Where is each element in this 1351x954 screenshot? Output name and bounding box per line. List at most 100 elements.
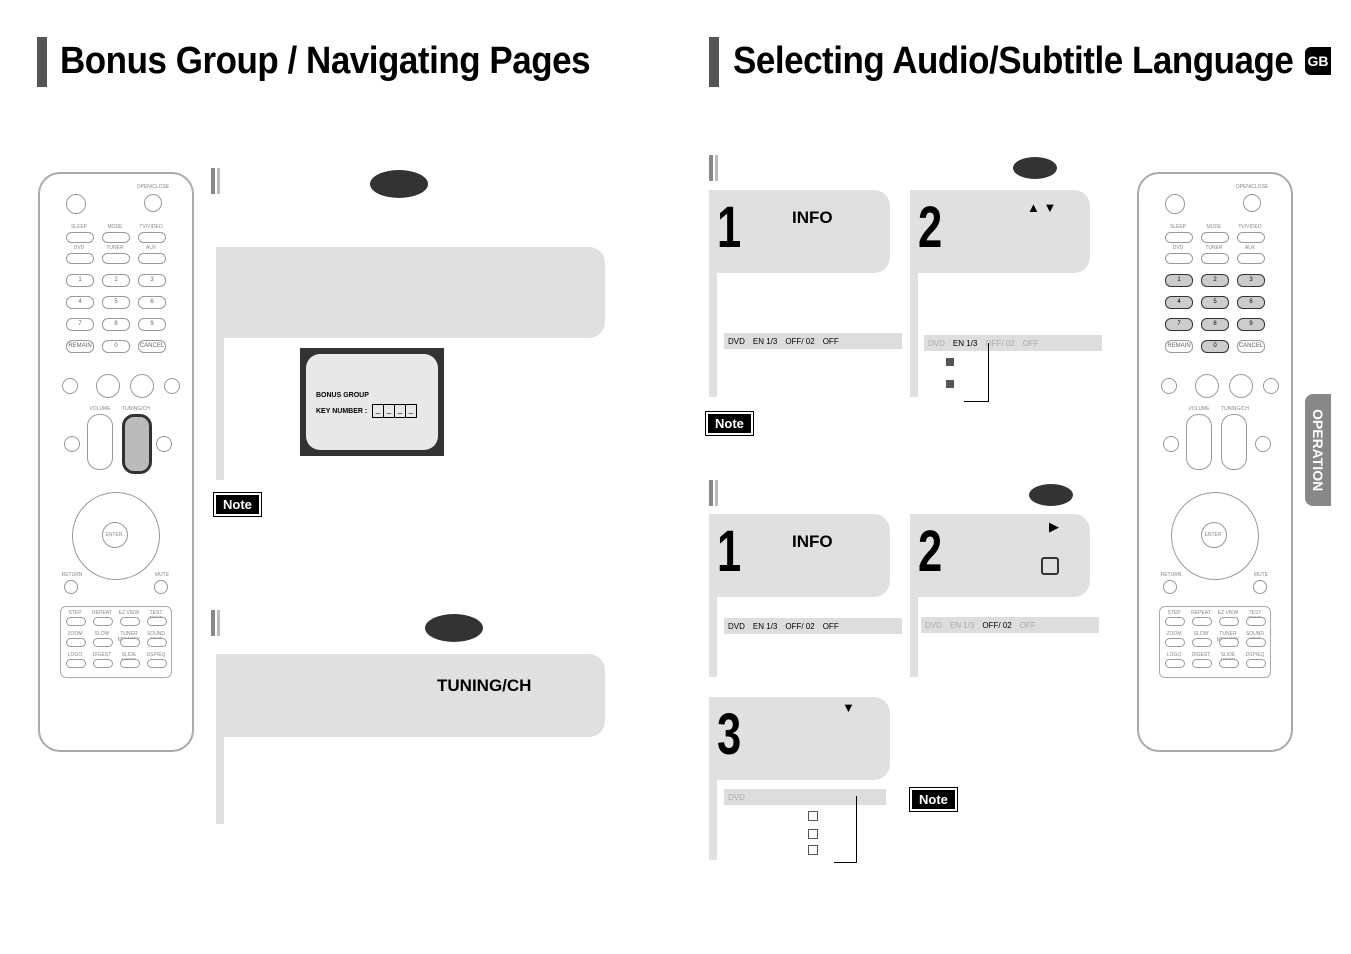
remote-key xyxy=(93,659,113,668)
osd-repeat: OFF xyxy=(822,621,839,631)
remote-key xyxy=(1165,659,1185,668)
page-title-left: Bonus Group / Navigating Pages xyxy=(60,40,591,82)
remote-number-key: 5 xyxy=(102,296,130,309)
language-tab: GB xyxy=(1305,47,1331,75)
remote-key xyxy=(1192,617,1212,626)
remote-key-label: LOGO xyxy=(1166,652,1182,658)
return-label: RETURN xyxy=(1160,572,1182,578)
bottom-key-cluster xyxy=(60,606,172,678)
mute-button-icon xyxy=(1253,580,1267,594)
remote-number-key: 7 xyxy=(66,318,94,331)
remote-key-label: REPEAT xyxy=(1191,610,1211,616)
digit-box: _ xyxy=(373,405,384,417)
audio-step2-panel xyxy=(910,190,1090,273)
remote-key xyxy=(1237,232,1265,243)
subtitle-icon xyxy=(808,829,818,839)
audio-step1-number: 1 xyxy=(717,195,742,260)
return-label: RETURN xyxy=(61,572,83,578)
osd-bar-subtitle-2: DVD EN 1/3 OFF/ 02 OFF xyxy=(921,617,1099,633)
subtitle-cycle-bracket xyxy=(834,796,857,863)
remote-number-key: 7 xyxy=(1165,318,1193,331)
remote-key-label: DIGEST xyxy=(1191,652,1211,658)
remote-key-label: AUX xyxy=(145,245,157,251)
osd-subtitle: OFF/ 02 xyxy=(785,336,815,346)
osd-dvd: DVD xyxy=(728,621,745,631)
transport-button-icon xyxy=(1263,378,1279,394)
remote-key xyxy=(1201,253,1229,264)
osd-dvd: DVD xyxy=(728,792,745,802)
section-marker-subtitle xyxy=(709,480,718,506)
remote-key-label: EZ VIEW xyxy=(1217,610,1239,616)
osd-subtitle: OFF/ 02 xyxy=(785,621,815,631)
power-button-icon xyxy=(1165,194,1185,214)
audio-icon xyxy=(946,380,954,388)
effect-button-icon xyxy=(1255,436,1271,452)
disc-badge-subtitle xyxy=(1029,484,1073,506)
remote-number-key: 1 xyxy=(1165,274,1193,287)
tuning-ch-label: TUNING/CH xyxy=(122,406,150,412)
osd-repeat: OFF xyxy=(1022,338,1039,348)
remote-key xyxy=(1201,232,1229,243)
remote-key xyxy=(66,617,86,626)
remote-key xyxy=(147,617,167,626)
osd-subtitle: OFF/ 02 xyxy=(982,620,1012,630)
remote-number-key: 0 xyxy=(1201,340,1229,353)
remote-key-label: STEP xyxy=(68,610,82,616)
bonus-group-text: BONUS GROUP xyxy=(316,392,369,399)
osd-bar-audio-1: DVD EN 1/3 OFF/ 02 OFF xyxy=(724,333,902,349)
remote-key-label: SLEEP xyxy=(1169,224,1187,230)
volume-label: VOLUME xyxy=(89,406,111,412)
remote-key-label: TUNER xyxy=(1205,245,1223,251)
remote-key xyxy=(66,232,94,243)
key-number-boxes: _ _ _ _ xyxy=(372,404,417,418)
volume-rocker-icon xyxy=(1186,414,1212,470)
audio-step1-panel xyxy=(709,190,890,273)
tuning-rocker-icon xyxy=(1221,414,1247,470)
remote-key-label: TUNER xyxy=(106,245,124,251)
transport-button-icon xyxy=(1161,378,1177,394)
tuning-ch-label: TUNING/CH xyxy=(437,676,532,695)
step-panel-1 xyxy=(216,247,605,338)
remote-number-key: 1 xyxy=(66,274,94,287)
enter-label: ENTER xyxy=(105,532,123,538)
remote-key-label: ZOOM xyxy=(67,631,83,637)
transport-button-icon xyxy=(1229,374,1253,398)
remote-key-label: SLEEP xyxy=(70,224,88,230)
open-close-button-icon xyxy=(144,194,162,212)
audio-info-label: INFO xyxy=(792,208,833,227)
subtitle-icon xyxy=(808,845,818,855)
tv-frame: BONUS GROUP KEY NUMBER : _ _ _ _ xyxy=(300,348,444,456)
osd-repeat: OFF xyxy=(822,336,839,346)
remote-key xyxy=(66,659,86,668)
digit-box: _ xyxy=(408,405,414,414)
subtitle-icon xyxy=(1041,557,1059,575)
remote-key xyxy=(1192,659,1212,668)
remote-key xyxy=(1192,638,1212,647)
osd-subtitle: OFF/ 02 xyxy=(985,338,1015,348)
enter-label: ENTER xyxy=(1204,532,1222,538)
transport-button-icon xyxy=(1195,374,1219,398)
remote-key xyxy=(1165,617,1185,626)
subtitle-step3-line xyxy=(709,780,717,860)
subtitle-icon xyxy=(808,811,818,821)
osd-dvd: DVD xyxy=(925,620,942,630)
operation-tab-label: OPERATION xyxy=(1310,408,1326,492)
title-bar-left xyxy=(37,37,47,87)
step-line-1 xyxy=(216,338,224,480)
note-label-subtitle: Note xyxy=(909,787,958,812)
open-close-button-icon xyxy=(1243,194,1261,212)
mute-label: MUTE xyxy=(1253,572,1269,578)
section-marker-audio xyxy=(709,155,718,181)
remote-key-label: DSP/EQ xyxy=(1245,652,1265,658)
osd-audio: EN 1/3 xyxy=(949,620,975,630)
remote-key xyxy=(1219,638,1239,647)
open-close-label: OPEN/CLOSE xyxy=(136,184,170,190)
remote-number-key: 5 xyxy=(1201,296,1229,309)
remote-number-key: 8 xyxy=(102,318,130,331)
remote-key xyxy=(1237,253,1265,264)
disc-badge-2 xyxy=(425,614,483,642)
remote-key xyxy=(1165,232,1193,243)
remote-number-key: 3 xyxy=(138,274,166,287)
osd-audio: EN 1/3 xyxy=(952,338,978,348)
